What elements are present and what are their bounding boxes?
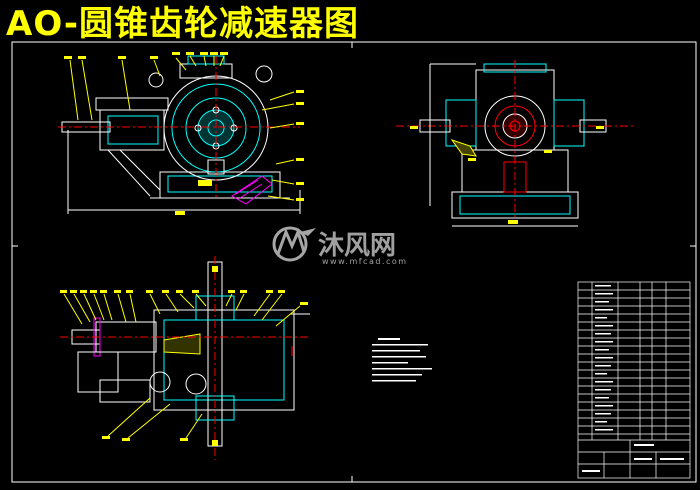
watermark: 沐风网 www.mfcad.com — [272, 226, 408, 266]
side-view — [396, 60, 636, 227]
plan-view — [60, 256, 310, 460]
watermark-url: www.mfcad.com — [322, 257, 408, 266]
front-view — [58, 52, 304, 215]
parts-list-entries — [582, 285, 684, 472]
parts-list-table — [577, 281, 691, 479]
technical-notes — [372, 338, 432, 382]
drawing-title: AO-圆锥齿轮减速器图 — [6, 4, 359, 44]
mfcad-logo-icon — [272, 226, 316, 262]
sheet-frame — [11, 41, 697, 483]
watermark-name: 沐风网 — [318, 231, 396, 261]
